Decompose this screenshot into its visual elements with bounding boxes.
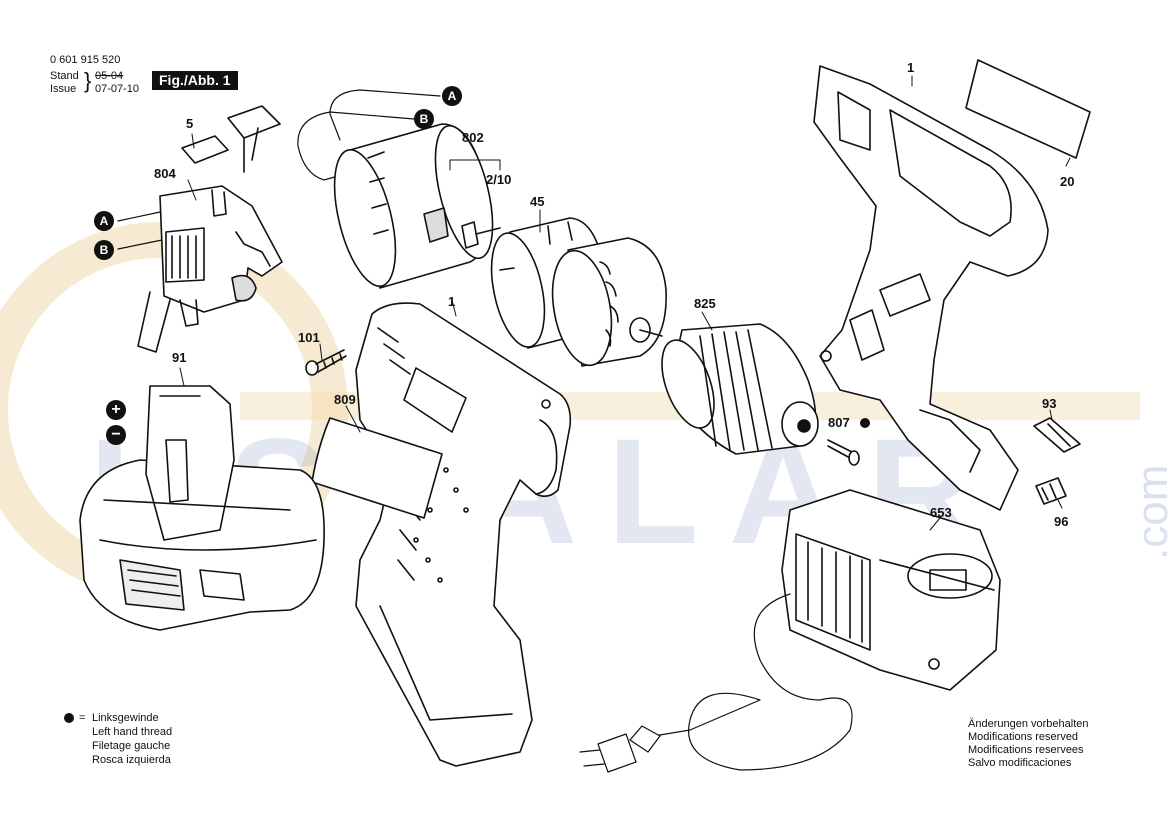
part-802-motor (333, 123, 501, 289)
label-part-802-sub: 2/10 (486, 172, 512, 187)
notice-line-3: Modifications reservees (968, 744, 1084, 756)
label-part-20: 20 (1060, 174, 1075, 189)
wires (117, 89, 441, 250)
part-101-screw (305, 349, 347, 376)
part-825-chuck (661, 323, 819, 455)
legend-line-4: Rosca izquierda (92, 754, 171, 766)
part-45-gearbox (490, 217, 667, 367)
notice-line-4: Salvo modificaciones (968, 757, 1072, 769)
brace-icon: } (84, 68, 92, 93)
leader-lines (179, 75, 1071, 531)
label-part-1-housing: 1 (448, 294, 456, 309)
part-807-screw (827, 439, 860, 466)
part-5-clip (181, 105, 281, 173)
part-804-switch (137, 185, 283, 353)
stand-date: 05-04 (95, 70, 124, 82)
label-part-93: 93 (1042, 396, 1057, 411)
notice-line-2: Modifications reserved (968, 731, 1079, 743)
part-809-label (311, 417, 443, 519)
legend-line-3: Filetage gauche (92, 740, 171, 752)
label-part-91: 91 (172, 350, 187, 365)
label-part-804: 804 (154, 166, 176, 181)
part-20-label (965, 59, 1091, 159)
minus-terminal: − (106, 425, 126, 445)
notice-line-1: Änderungen vorbehalten (968, 718, 1089, 730)
figure-label: Fig./Abb. 1 (152, 71, 238, 90)
plus-terminal: + (106, 400, 126, 420)
label-part-653: 653 (930, 505, 952, 520)
left-hand-thread-marker (860, 418, 870, 428)
part-96-clip (1035, 477, 1067, 505)
stand-label: Stand (50, 70, 79, 82)
part-91-battery (79, 385, 325, 631)
label-part-101: 101 (298, 330, 320, 345)
label-part-96: 96 (1054, 514, 1069, 529)
part-1-housing-frame (813, 65, 1049, 511)
legend-dot (64, 713, 74, 723)
power-cord (579, 593, 853, 773)
connector-b-switch: B (94, 240, 114, 260)
label-part-5: 5 (186, 116, 194, 131)
label-part-807: 807 (828, 415, 850, 430)
part-1-housing-half (355, 302, 572, 767)
label-part-825: 825 (694, 296, 716, 311)
label-part-809: 809 (334, 392, 356, 407)
issue-date: 07-07-10 (95, 83, 140, 95)
legend-line-1: Linksgewinde (92, 712, 159, 724)
connector-b-motor: B (414, 109, 434, 129)
label-part-45: 45 (530, 194, 545, 209)
legend-equals: = (79, 712, 86, 724)
part-653-charger (781, 489, 1001, 691)
label-part-1-frame: 1 (907, 60, 915, 75)
issue-label: Issue (50, 83, 77, 95)
part-93-bit (1033, 417, 1081, 453)
part-number: 0 601 915 520 (50, 54, 121, 66)
connector-a-switch: A (94, 211, 114, 231)
label-part-802: 802 (462, 130, 484, 145)
connector-a-motor: A (442, 86, 462, 106)
legend-line-2: Left hand thread (92, 726, 173, 738)
